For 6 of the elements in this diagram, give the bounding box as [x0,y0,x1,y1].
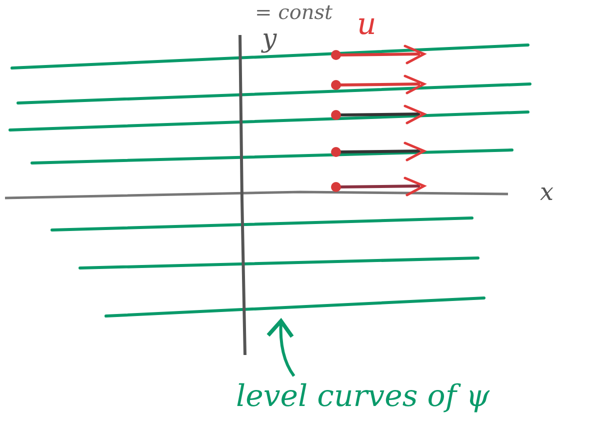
annotation-text: level curves of ψ [236,382,490,412]
formula-text: = const [255,2,333,22]
leader-arrow [266,319,296,377]
axis-label: y [262,26,277,52]
axis-label: x [540,180,554,204]
velocity-label: u [357,10,376,40]
